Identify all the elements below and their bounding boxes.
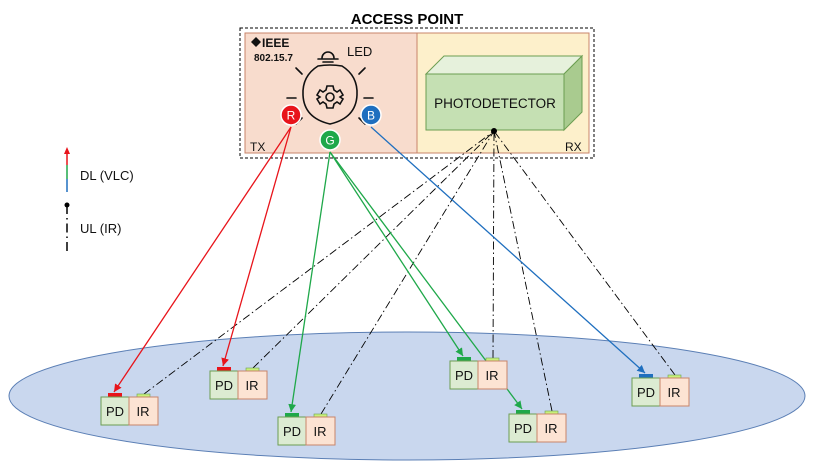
pd-indicator [285, 413, 299, 417]
tx-label: TX [250, 140, 265, 154]
coverage-area [8, 331, 806, 461]
ir-label: IR [668, 385, 681, 400]
user-device: PD IR [209, 367, 268, 400]
ieee-standard-number: 802.15.7 [254, 53, 293, 64]
pd-indicator [108, 393, 122, 397]
dl-vlc-link [221, 126, 292, 367]
access-point-title: ACCESS POINT [351, 11, 464, 28]
ir-cell [659, 377, 690, 407]
ir-label: IR [545, 421, 558, 436]
pd-cell [631, 377, 661, 407]
ir-cell [237, 370, 268, 400]
source-letter: R [287, 109, 296, 123]
legend-ul-label: UL (IR) [80, 221, 121, 236]
ir-label: IR [246, 378, 259, 393]
photodetector-label: PHOTODETECTOR [434, 96, 556, 111]
source-letter: G [325, 134, 334, 148]
ul-ir-link [493, 130, 553, 412]
pd-indicator [516, 410, 530, 414]
ul-ir-link [252, 130, 495, 369]
ieee-logo: IEEE 802.15.7 [251, 36, 293, 64]
ul-ir-link [493, 130, 676, 376]
ir-label: IR [314, 424, 327, 439]
ir-cell [477, 360, 508, 390]
legend: DL (VLC) UL (IR) [64, 147, 134, 252]
source-g: G [319, 129, 341, 151]
pd-label: PD [283, 424, 301, 439]
pd-cell [209, 370, 239, 400]
user-device: PD IR [508, 410, 567, 443]
ir-label: IR [486, 368, 499, 383]
legend-dl-label: DL (VLC) [80, 168, 134, 183]
pd-label: PD [455, 368, 473, 383]
pd-label: PD [514, 421, 532, 436]
led-label: LED [347, 44, 372, 59]
pd-label: PD [215, 378, 233, 393]
pd-indicator [217, 367, 231, 371]
rx-label: RX [565, 140, 582, 154]
pd-label: PD [106, 404, 124, 419]
user-device: PD IR [277, 413, 336, 446]
pd-cell [508, 413, 538, 443]
dl-vlc-link [370, 126, 646, 374]
legend-dl-arrow-icon [64, 147, 70, 154]
dl-vlc-link [113, 126, 292, 393]
link-lines [113, 126, 676, 415]
ir-cell [305, 416, 336, 446]
ul-ir-link [492, 130, 495, 359]
pd-indicator [457, 357, 471, 361]
user-device: PD IR [449, 357, 508, 390]
rgb-sources: R G B [280, 104, 382, 151]
ir-label: IR [137, 404, 150, 419]
pd-cell [277, 416, 307, 446]
dl-vlc-link [329, 151, 464, 357]
pd-cell [449, 360, 479, 390]
source-r: R [280, 104, 302, 126]
user-device: PD IR [100, 393, 159, 426]
gear-icon [315, 85, 345, 109]
source-letter: B [367, 109, 375, 123]
user-devices: PD IR PD IR PD IR PD IR PD IR PD IR [100, 357, 690, 446]
photodetector: PHOTODETECTOR [424, 54, 584, 132]
pd-indicator [639, 374, 653, 378]
photodetector-focal-point [491, 128, 497, 134]
ir-cell [536, 413, 567, 443]
source-b: B [360, 104, 382, 126]
access-point-frame [239, 27, 595, 159]
user-device: PD IR [631, 374, 690, 407]
ieee-diamond-icon [251, 37, 261, 47]
ir-cell [128, 396, 159, 426]
ul-ir-link [143, 130, 495, 395]
dl-vlc-link [288, 151, 331, 413]
ieee-logo-text: IEEE [262, 36, 289, 50]
pd-label: PD [637, 385, 655, 400]
